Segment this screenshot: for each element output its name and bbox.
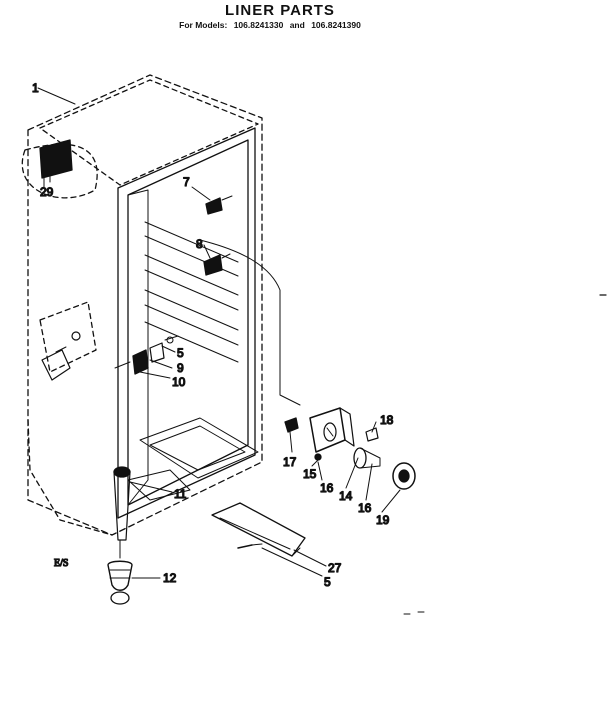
callout-1: 1: [32, 81, 39, 95]
light-socket-assembly: [114, 335, 179, 375]
callout-8: 8: [196, 237, 203, 251]
leader-lines: [37, 87, 401, 579]
callout-17: 17: [283, 455, 297, 469]
callout-29: 29: [40, 185, 54, 199]
callout-12: 12: [163, 571, 177, 585]
corner-mark-dashes: [403, 611, 425, 615]
model-number-a: 106.8241330: [233, 20, 284, 30]
callout-5-lower: 5: [324, 575, 331, 589]
diagram-title: LINER PARTS: [225, 2, 335, 19]
part-29-panel: [21, 139, 98, 199]
corner-mark: E/S: [54, 558, 68, 569]
callout-14: 14: [339, 489, 353, 503]
drain-plug: [107, 539, 133, 605]
shaft-part-14: [353, 447, 381, 469]
callout-19: 19: [376, 513, 390, 527]
callout-5-upper: 5: [177, 346, 184, 360]
clip-part-8: [203, 253, 231, 276]
control-box: [309, 407, 355, 453]
models-joiner: and: [289, 20, 305, 30]
drain-trough: [113, 466, 191, 541]
callout-18: 18: [380, 413, 394, 427]
callout-16-right: 16: [358, 501, 372, 515]
bracket-part-27: [211, 502, 306, 557]
callout-27: 27: [328, 561, 342, 575]
clip-part-7: [205, 195, 233, 215]
callout-16-left: 16: [320, 481, 334, 495]
knob-part-19: [392, 462, 416, 490]
callout-7: 7: [183, 175, 190, 189]
callout-10: 10: [172, 375, 186, 389]
side-bracket: [41, 331, 81, 381]
models-prefix: For Models:: [179, 20, 228, 30]
model-numbers: For Models: 106.8241330 and 106.8241390: [0, 20, 540, 30]
liner-body: [27, 74, 301, 536]
screw-part-15: [314, 453, 322, 461]
callout-11: 11: [174, 487, 187, 501]
screw-part-18: [365, 427, 379, 442]
callout-9: 9: [177, 361, 184, 375]
bracket-part-17: [284, 417, 299, 433]
model-number-b: 106.8241390: [311, 20, 361, 30]
screw-part-5-lower: [237, 543, 263, 549]
callout-15: 15: [303, 467, 317, 481]
